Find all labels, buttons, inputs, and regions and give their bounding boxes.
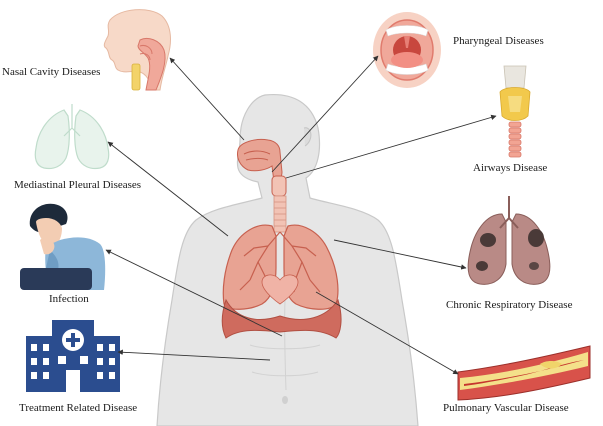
- arrow-mediastinal: [107, 141, 229, 237]
- arrow-pharyngeal: [271, 55, 379, 173]
- larynx-shape: [271, 175, 287, 197]
- label-infection: Infection: [49, 293, 89, 305]
- nasal-cavity-head-icon: [103, 9, 171, 91]
- human-torso-respiratory-system: [156, 93, 419, 426]
- arrow-chronic: [333, 239, 467, 270]
- open-mouth-pharynx-icon: [373, 12, 441, 88]
- label-pulmonary-vascular-disease: Pulmonary Vascular Disease: [443, 402, 569, 414]
- label-nasal-cavity-diseases: Nasal Cavity Diseases: [2, 66, 101, 78]
- label-pharyngeal-diseases: Pharyngeal Diseases: [453, 35, 544, 47]
- trachea-larynx-icon: [499, 65, 531, 158]
- blood-vessel-plaque-icon: [457, 345, 591, 401]
- arrow-airways: [285, 114, 497, 179]
- label-treatment-related-disease: Treatment Related Disease: [19, 402, 138, 414]
- arrow-infection: [105, 249, 283, 337]
- diaphragm-shape: [221, 298, 342, 339]
- label-chronic-respiratory-disease: Chronic Respiratory Disease: [446, 299, 573, 311]
- label-mediastinal-pleural-diseases: Mediastinal Pleural Diseases: [14, 179, 142, 191]
- lung-outline-icon: [34, 104, 110, 170]
- label-airways-disease: Airways Disease: [473, 162, 548, 174]
- diseased-lungs-icon: [467, 196, 551, 285]
- arrow-treatment: [117, 349, 271, 361]
- arrow-pulmonary-vascular: [315, 291, 459, 375]
- coughing-person-icon: [20, 203, 106, 290]
- trachea-shape: [273, 195, 287, 233]
- arrow-nasal-cavity: [169, 57, 245, 141]
- hospital-building-icon: [26, 320, 120, 392]
- connector-arrows: [105, 55, 497, 375]
